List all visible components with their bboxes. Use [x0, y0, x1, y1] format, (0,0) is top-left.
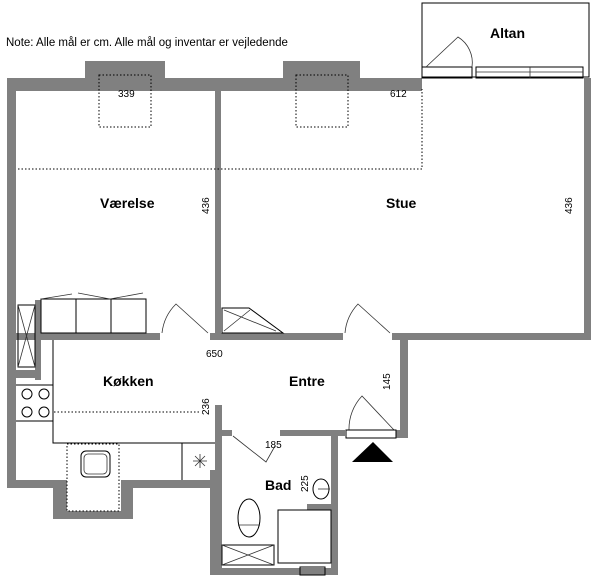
dim-vaerelse-width: 339: [118, 89, 135, 100]
dim-vaerelse-depth: 436: [201, 197, 212, 214]
entrance-arrow-icon: [352, 442, 393, 462]
skylight-stue: [295, 74, 349, 128]
door-stue[interactable]: [344, 303, 391, 334]
skylight-vaerelse: [98, 74, 152, 128]
note-text: Note: Alle mål er cm. Alle mål og invent…: [6, 37, 288, 49]
room-label-altan: Altan: [490, 25, 525, 41]
dim-entre-depth: 145: [382, 373, 393, 390]
wardrobe: [40, 292, 147, 334]
bad-cabinet: [221, 544, 275, 566]
front-door[interactable]: [348, 395, 395, 431]
door-vaerelse[interactable]: [161, 303, 209, 334]
room-label-stue: Stue: [386, 195, 417, 211]
dim-stue-width: 612: [390, 89, 407, 100]
balcony-outline: [421, 2, 590, 78]
door-bad[interactable]: [232, 435, 276, 463]
balcony-door[interactable]: [421, 66, 473, 79]
shower: [277, 509, 332, 564]
closet: [17, 304, 36, 368]
room-label-bad: Bad: [265, 477, 291, 493]
room-label-vaerelse: Værelse: [100, 195, 155, 211]
bad-window: [299, 566, 326, 576]
dim-hall-length: 650: [206, 349, 223, 360]
stove: [21, 388, 50, 418]
toilet: [237, 498, 261, 538]
balcony-door-swing: [425, 36, 473, 68]
dim-stue-depth: 436: [564, 197, 575, 214]
stue-closet: [221, 307, 285, 334]
fridge-symbol: [193, 454, 207, 468]
washbasin: [312, 478, 330, 500]
dim-kitchen-depth: 236: [201, 398, 212, 415]
walls: [7, 61, 591, 575]
window: [475, 66, 584, 79]
dim-bad-width: 185: [265, 440, 282, 451]
room-label-entre: Entre: [289, 373, 325, 389]
kitchen-sink: [80, 450, 111, 478]
room-label-kokken: Køkken: [103, 373, 154, 389]
dim-bad-depth: 225: [300, 475, 311, 492]
